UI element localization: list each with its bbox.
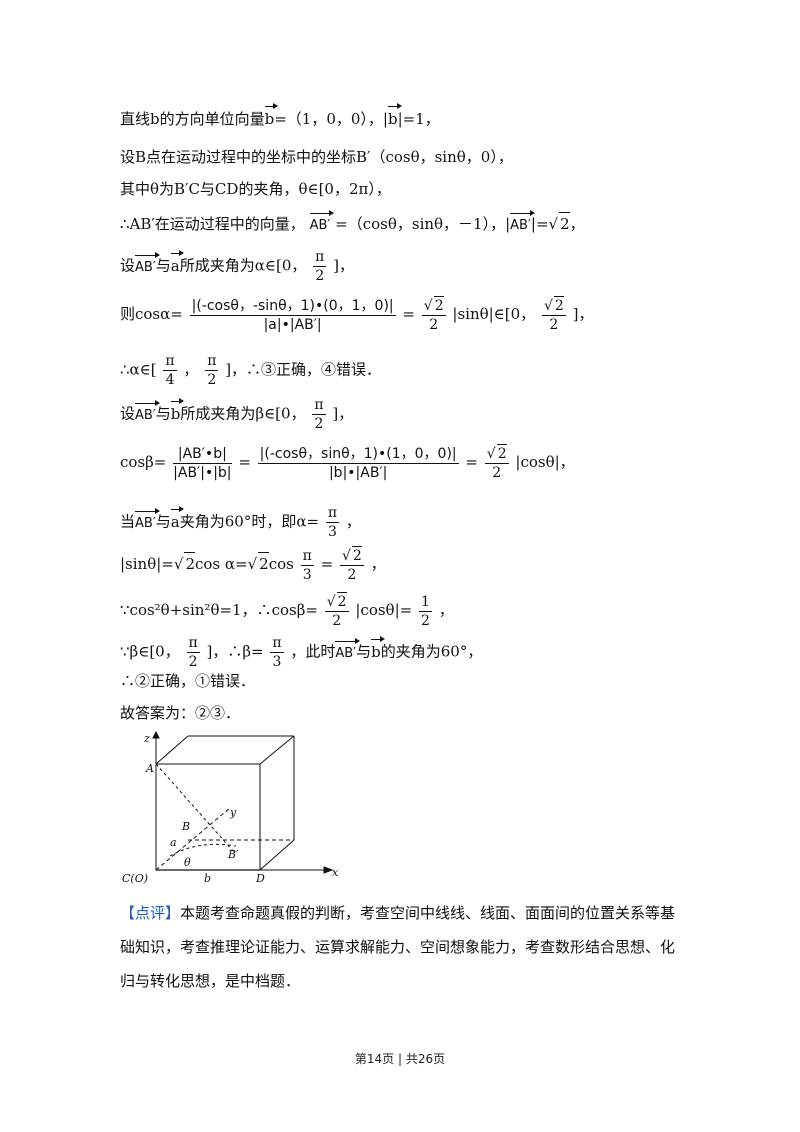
fig-label-x: x [332, 866, 339, 879]
fig-label-z: z [143, 732, 150, 745]
fraction-cos-alpha: |(-cosθ，-sinθ，1)•(0，1，0)||a|•|AB′| [189, 297, 396, 333]
comment-tag: 【点评】 [120, 904, 181, 922]
cube-figure: z y x A B B′ a b θ C(O) D [122, 730, 339, 885]
solution-line-15: 故答案为：②③． [120, 704, 241, 722]
solution-line-6: 则cosα= |(-cosθ，-sinθ，1)•(0，1，0)||a|•|AB′… [120, 296, 594, 333]
solution-line-3: 其中θ为B′C与CD的夹角，θ∈[0，2π）， [120, 180, 391, 198]
fig-label-B-prime: B′ [227, 848, 239, 861]
fig-label-A: A [145, 762, 154, 775]
fig-label-D: D [255, 872, 265, 885]
fig-label-a: a [170, 836, 177, 849]
comment-text: 本题考查命题真假的判断，考查空间中线线、线面、面面间的位置关系等基础知识，考查推… [120, 904, 676, 990]
solution-line-4: ∴AB′在运动过程中的向量， AB′ =（cosθ，sinθ，－1），|AB′|… [120, 210, 585, 237]
fig-label-C: C(O) [122, 872, 148, 885]
fig-label-b: b [204, 872, 211, 885]
solution-line-1: 直线b的方向单位向量b=（1，0，0），|b|=1， [120, 103, 440, 128]
comment-block: 【点评】本题考查命题真假的判断，考查空间中线线、线面、面面间的位置关系等基础知识… [120, 896, 680, 998]
fig-label-y: y [229, 806, 237, 819]
page-footer: 第14页 | 共26页 [354, 1052, 446, 1066]
fraction-cos-beta-1: |AB′•b||AB′|•|b| [173, 445, 232, 481]
fig-label-B: B [181, 820, 190, 833]
solution-line-2: 设B点在运动过程中的坐标中的坐标B′（cosθ，sinθ，0）， [120, 148, 513, 166]
fig-label-theta: θ [184, 856, 191, 869]
solution-line-9: cosβ= |AB′•b||AB′|•|b| = |(-cosθ，sinθ，1)… [120, 444, 575, 481]
solution-line-14: ∴②正确，①错误． [120, 672, 256, 690]
fraction-cos-beta-2: |(-cosθ，sinθ，1)•(1，0，0)||b|•|AB′| [257, 445, 459, 481]
